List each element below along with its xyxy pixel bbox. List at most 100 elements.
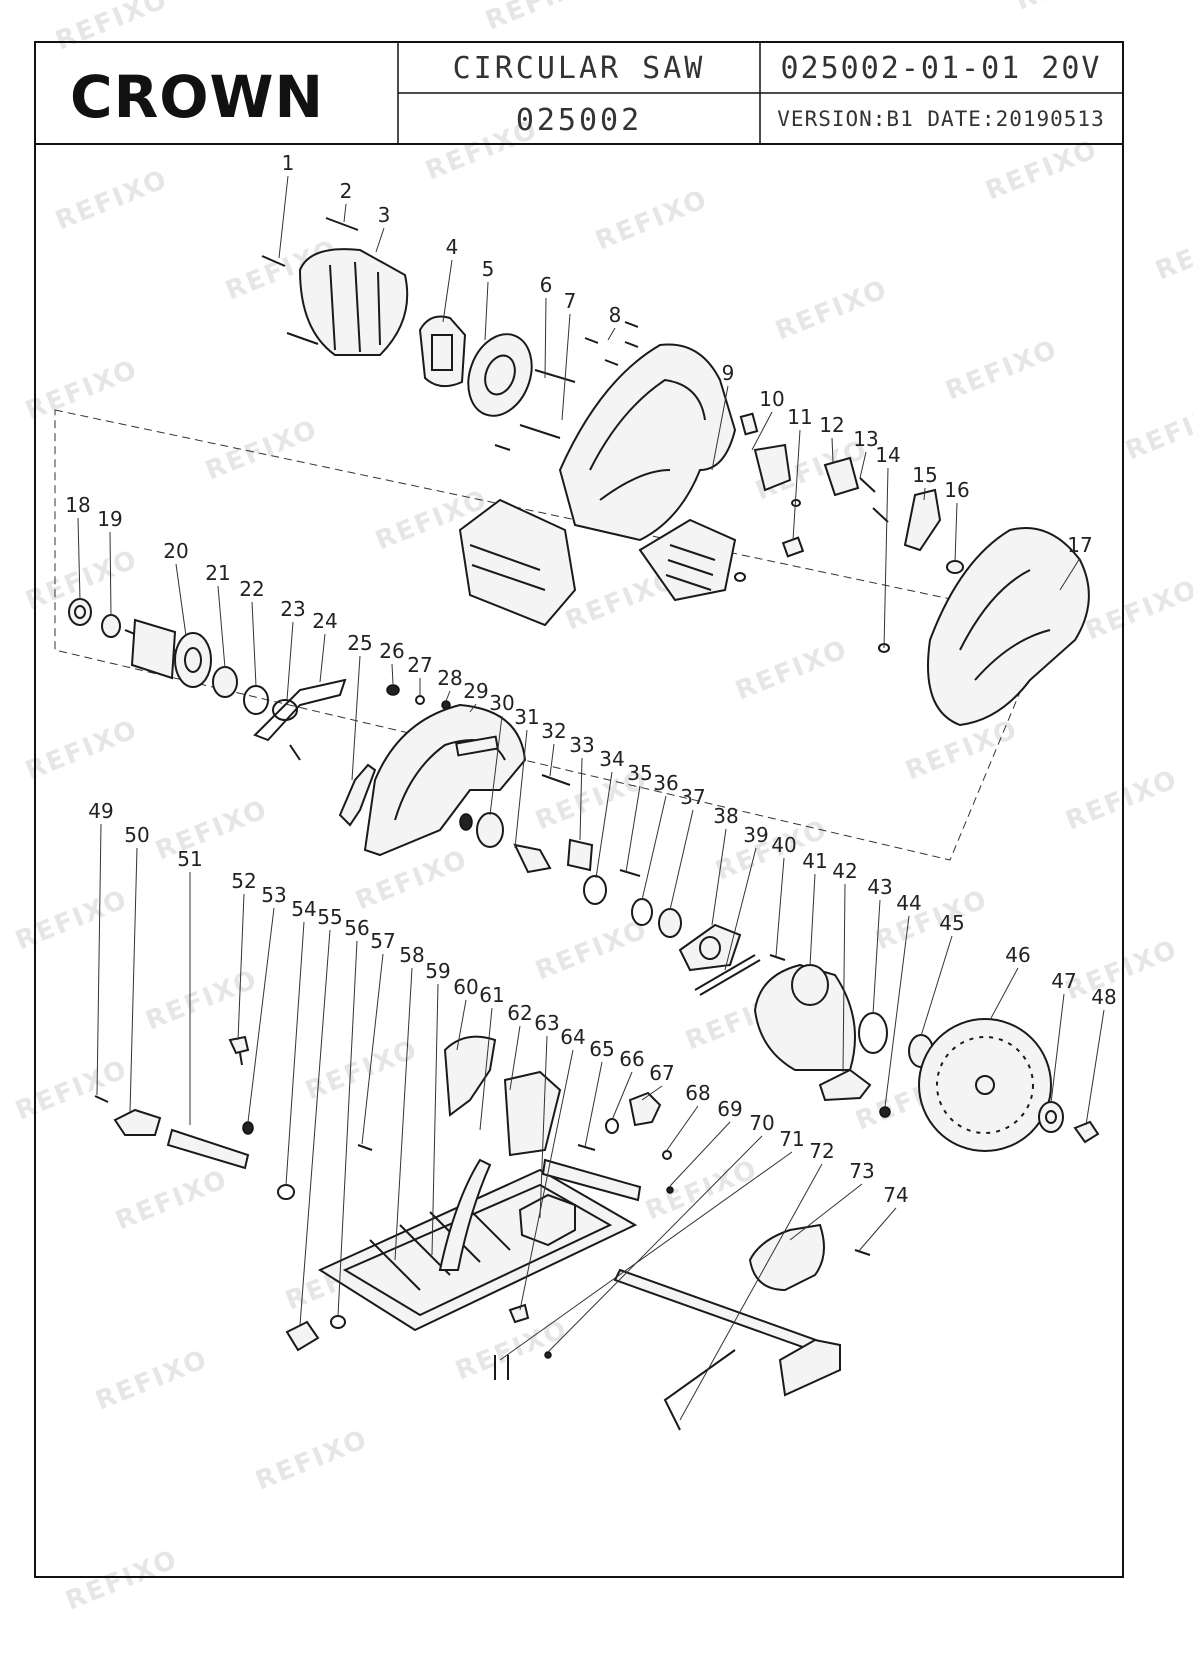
leader-line xyxy=(251,601,257,687)
callout-12: 12 xyxy=(819,413,844,437)
callout-34: 34 xyxy=(599,747,624,771)
leader-line xyxy=(544,297,547,379)
watermark-text: REFIXO xyxy=(51,164,172,236)
watermark-text: REFIXO xyxy=(151,794,272,866)
callout-64: 64 xyxy=(560,1025,585,1049)
watermark-text: REFIXO xyxy=(731,634,852,706)
leader-line xyxy=(883,467,889,649)
watermark-text: REFIXO xyxy=(351,844,472,916)
leader-line xyxy=(484,281,489,341)
leader-line xyxy=(711,385,729,471)
leader-line xyxy=(391,663,394,685)
callout-60: 60 xyxy=(453,975,478,999)
leader-line xyxy=(519,1049,574,1311)
leader-line xyxy=(666,1105,699,1151)
product-name: CIRCULAR SAW xyxy=(453,51,706,86)
watermark-text: REFIXO xyxy=(771,274,892,346)
watermark-text: REFIXO xyxy=(21,714,142,786)
leader-line xyxy=(285,921,305,1186)
leader-line xyxy=(499,1151,793,1361)
watermark-text: REFIXO xyxy=(481,0,602,36)
leader-line xyxy=(857,1207,897,1253)
callout-41: 41 xyxy=(802,849,827,873)
leader-line xyxy=(509,1025,521,1091)
callout-13: 13 xyxy=(853,427,878,451)
callout-62: 62 xyxy=(507,1001,532,1025)
leader-line xyxy=(579,757,583,841)
leader-line xyxy=(641,1085,663,1101)
callout-3: 3 xyxy=(378,203,391,227)
leader-line xyxy=(641,795,667,901)
watermark-text: REFIXO xyxy=(941,334,1062,406)
watermark-text: REFIXO xyxy=(201,414,322,486)
watermark-text: REFIXO xyxy=(1151,214,1193,286)
leader-line xyxy=(607,327,616,341)
leader-line xyxy=(989,967,1019,1021)
leader-line xyxy=(872,899,881,1015)
leader-line xyxy=(789,1183,863,1241)
leader-line xyxy=(479,1007,493,1131)
watermark-text: REFIXO xyxy=(1061,764,1182,836)
callout-42: 42 xyxy=(832,859,857,883)
leader-line xyxy=(859,451,867,479)
callout-50: 50 xyxy=(124,823,149,847)
callout-17: 17 xyxy=(1067,533,1092,557)
callout-73: 73 xyxy=(849,1159,874,1183)
callout-31: 31 xyxy=(514,705,539,729)
leader-line xyxy=(445,690,451,702)
callout-36: 36 xyxy=(653,771,678,795)
callout-58: 58 xyxy=(399,943,424,967)
watermark-text: REFIXO xyxy=(51,0,172,56)
callout-24: 24 xyxy=(312,609,337,633)
watermark-text: REFIXO xyxy=(451,1314,572,1386)
leader-line xyxy=(711,828,727,926)
watermark-text: REFIXO xyxy=(141,964,262,1036)
callout-68: 68 xyxy=(685,1081,710,1105)
leader-line xyxy=(595,771,613,879)
leader-line xyxy=(1050,993,1065,1104)
callout-47: 47 xyxy=(1051,969,1076,993)
callout-33: 33 xyxy=(569,733,594,757)
leader-line xyxy=(831,437,834,463)
callout-45: 45 xyxy=(939,911,964,935)
leader-line xyxy=(923,487,926,501)
leader-line xyxy=(375,227,385,253)
callout-14: 14 xyxy=(875,443,900,467)
leader-line xyxy=(584,1061,603,1148)
leader-line xyxy=(514,729,528,849)
callout-6: 6 xyxy=(540,273,553,297)
callout-59: 59 xyxy=(425,959,450,983)
callout-74: 74 xyxy=(883,1183,908,1207)
leader-line xyxy=(547,1135,763,1353)
leader-lines xyxy=(77,175,1105,1421)
leader-line xyxy=(775,857,785,957)
leader-line xyxy=(549,743,555,777)
callout-49: 49 xyxy=(88,799,113,823)
watermark-text: REFIXO xyxy=(981,134,1102,206)
watermark-text: REFIXO xyxy=(1061,934,1182,1006)
leader-line xyxy=(247,907,275,1123)
callout-10: 10 xyxy=(759,387,784,411)
callout-7: 7 xyxy=(564,289,577,313)
leader-line xyxy=(109,531,112,617)
callout-43: 43 xyxy=(867,875,892,899)
callout-65: 65 xyxy=(589,1037,614,1061)
version-date: VERSION:B1 DATE:20190513 xyxy=(777,107,1104,131)
callout-35: 35 xyxy=(627,761,652,785)
parts-drawing xyxy=(68,217,1100,1431)
leader-line xyxy=(1059,557,1081,591)
callout-18: 18 xyxy=(65,493,90,517)
leader-line xyxy=(394,967,413,1261)
leader-line xyxy=(489,715,503,816)
leader-line xyxy=(724,847,757,971)
callout-61: 61 xyxy=(479,983,504,1007)
callout-46: 46 xyxy=(1005,943,1030,967)
callout-38: 38 xyxy=(713,804,738,828)
part-code: 025002-01-01 20V xyxy=(781,51,1102,86)
callout-39: 39 xyxy=(743,823,768,847)
callout-63: 63 xyxy=(534,1011,559,1035)
leader-line xyxy=(217,585,226,669)
